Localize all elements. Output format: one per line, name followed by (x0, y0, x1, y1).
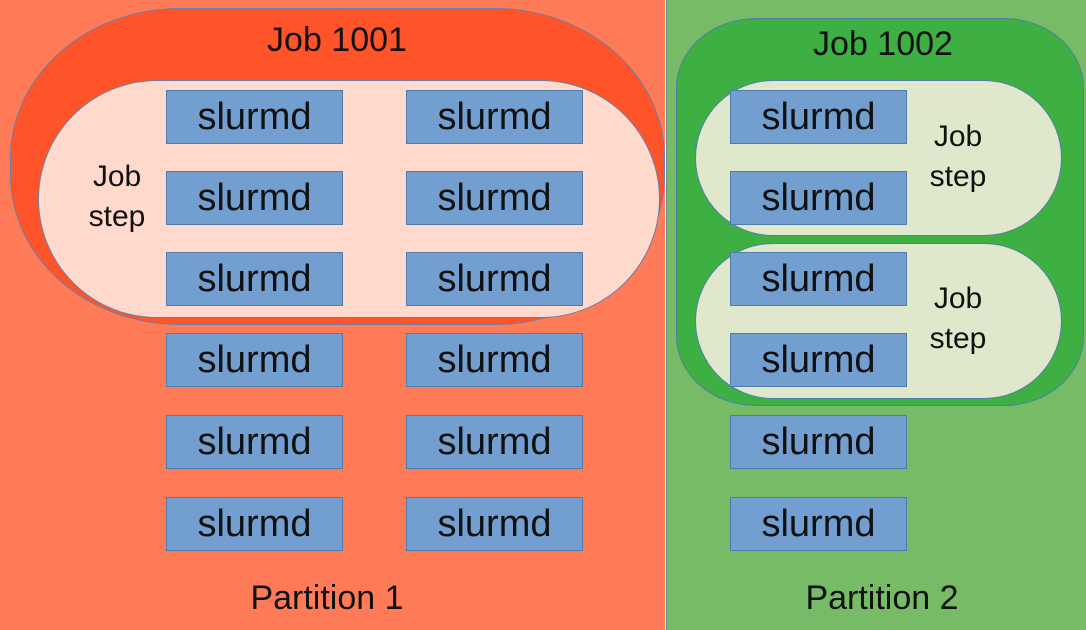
slurmd-node: slurmd (166, 415, 343, 469)
slurmd-node: slurmd (166, 90, 343, 144)
slurmd-node: slurmd (730, 333, 907, 387)
slurmd-node: slurmd (166, 171, 343, 225)
slurmd-node: slurmd (406, 497, 583, 551)
slurmd-node: slurmd (166, 333, 343, 387)
slurmd-node: slurmd (406, 171, 583, 225)
slurmd-node: slurmd (166, 252, 343, 306)
job-1002-label: Job 1002 (813, 25, 953, 63)
slurmd-node: slurmd (406, 333, 583, 387)
slurmd-node: slurmd (730, 415, 907, 469)
job-1001-label: Job 1001 (267, 21, 407, 59)
partition-2-label: Partition 2 (805, 579, 959, 617)
slurmd-node: slurmd (166, 497, 343, 551)
job-step-label: Job step (77, 157, 157, 237)
job-step-line2: step (929, 322, 987, 355)
slurmd-node: slurmd (730, 171, 907, 225)
job-step-label: Job step (918, 117, 998, 197)
slurmd-node: slurmd (406, 90, 583, 144)
job-step-line2: step (88, 200, 146, 233)
job-step-line1: Job (92, 160, 142, 193)
slurmd-node: slurmd (730, 90, 907, 144)
slurmd-node: slurmd (730, 497, 907, 551)
slurmd-node: slurmd (406, 252, 583, 306)
slurmd-node: slurmd (730, 252, 907, 306)
job-step-line2: step (929, 160, 987, 193)
job-step-label: Job step (918, 279, 998, 359)
job-step-line1: Job (933, 120, 983, 153)
partition-1-label: Partition 1 (250, 579, 404, 617)
job-step-line1: Job (933, 282, 983, 315)
slurmd-node: slurmd (406, 415, 583, 469)
